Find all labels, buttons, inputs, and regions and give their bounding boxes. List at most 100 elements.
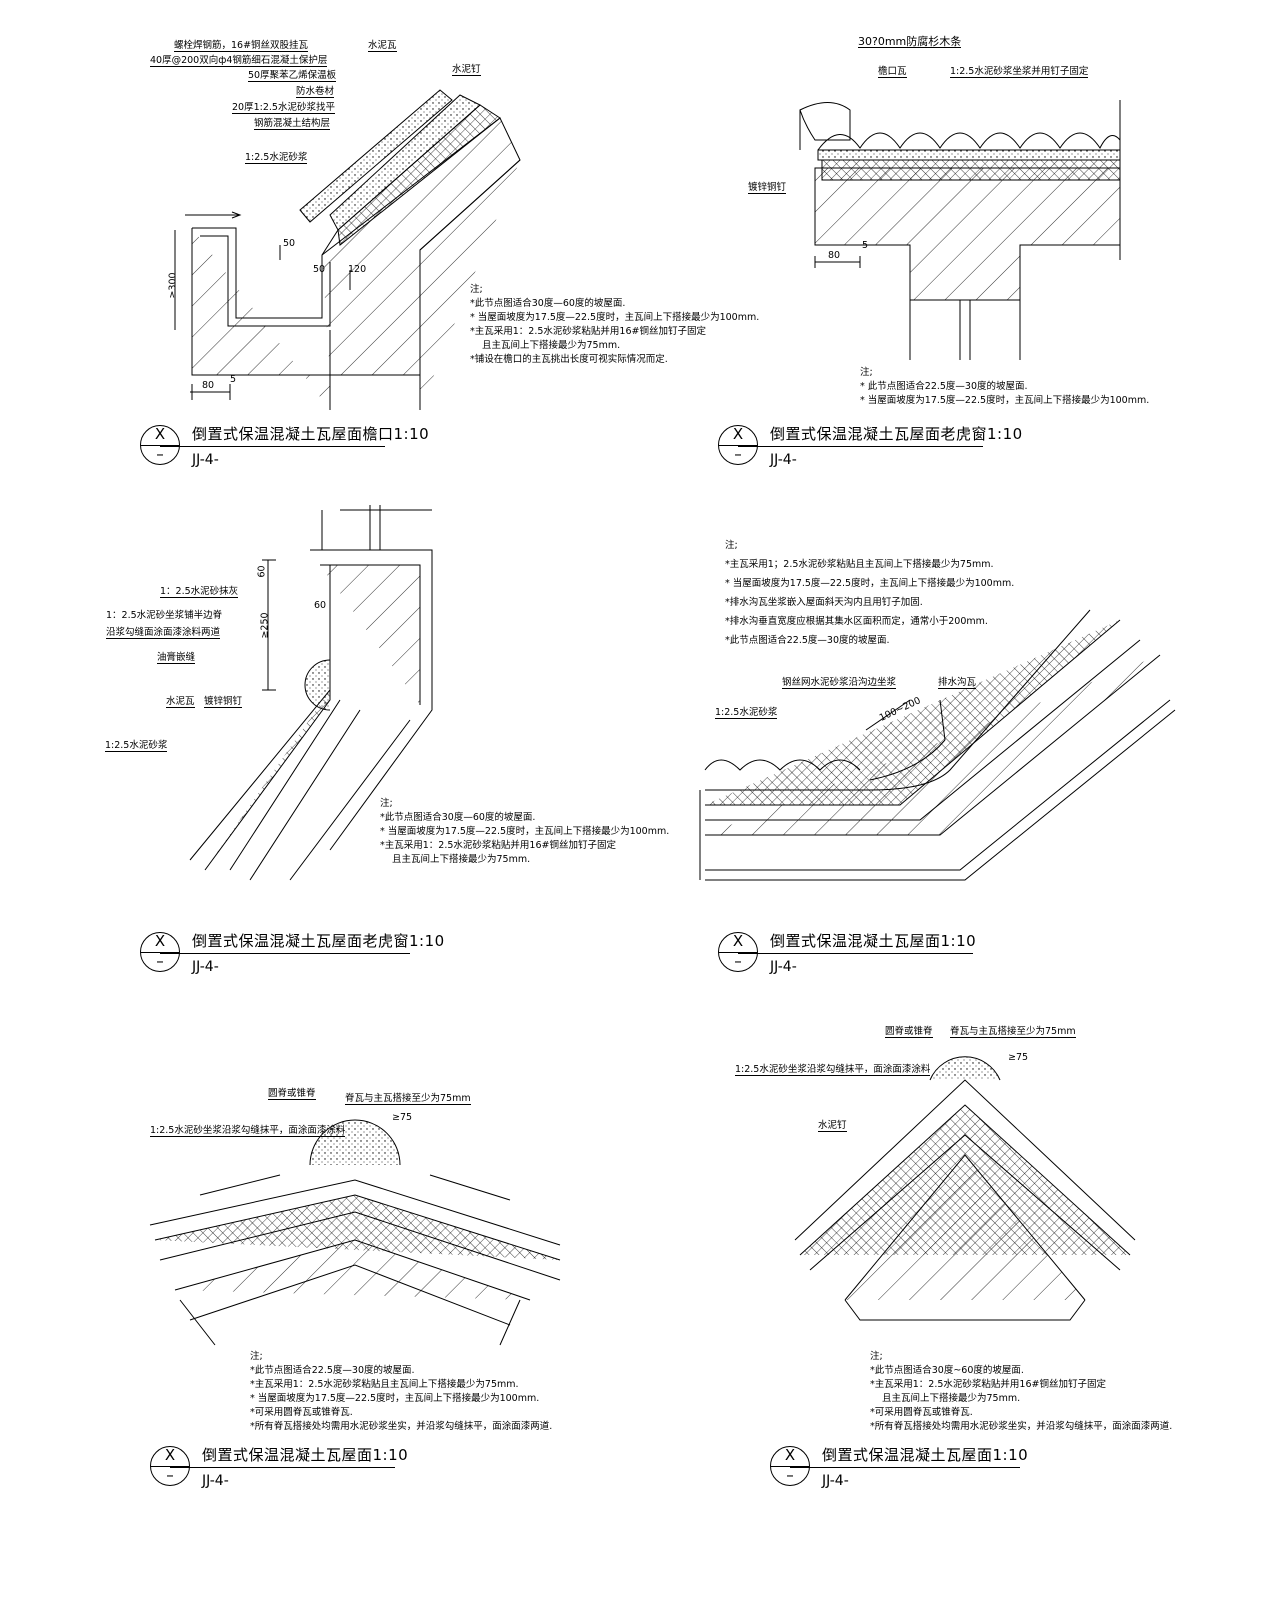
label: 1:2.5水泥砂坐浆沿浆勾缝抹平，面涂面漆涂料 (150, 1125, 346, 1137)
note-line: * 当屋面坡度为17.5度—22.5度时，主瓦间上下搭接最少为100mm. (380, 826, 670, 837)
detail-symbol: X (164, 1447, 176, 1464)
label: 防水卷材 (296, 86, 335, 98)
note-line: *主瓦采用1：2.5水泥砂浆粘贴且主瓦间上下搭接最少为75mm. (250, 1379, 519, 1390)
note-line: 注; (870, 1351, 883, 1362)
detail-6-ridge-drawing (794, 1056, 1136, 1321)
sheet-symbol: – (166, 1467, 174, 1484)
note-line: *此节点图适合30度—60度的坡屋面. (470, 298, 626, 309)
label: 20厚1:2.5水泥砂浆找平 (232, 102, 335, 114)
detail-1-eave-drawing (174, 89, 521, 410)
notes: 注; *主瓦采用1；2.5水泥砂浆粘贴且主瓦间上下搭接最少为75mm. * 当屋… (725, 536, 1014, 650)
label: 水泥瓦 (166, 696, 195, 708)
notes: 注; *此节点图适合30度~60度的坡屋面. *主瓦采用1：2.5水泥砂浆粘贴并… (870, 1350, 1172, 1434)
note-line: 注; (470, 284, 483, 295)
sheet-symbol: – (734, 953, 742, 970)
note-line: *可采用圆脊瓦或锥脊瓦. (250, 1407, 353, 1418)
dimension: 60 (256, 565, 268, 578)
label: 水泥钉 (818, 1120, 847, 1132)
note-line: *可采用圆脊瓦或锥脊瓦. (870, 1407, 973, 1418)
notes: 注; * 此节点图适合22.5度—30度的坡屋面. * 当屋面坡度为17.5度—… (860, 366, 1149, 408)
dimension: 50 (283, 238, 296, 249)
dimension: 5 (862, 240, 869, 251)
note-line: * 此节点图适合22.5度—30度的坡屋面. (860, 381, 1028, 392)
detail-symbol: X (732, 933, 744, 950)
note-line: * 当屋面坡度为17.5度—22.5度时，主瓦间上下搭接最少为100mm. (250, 1393, 540, 1404)
note-line: *主瓦采用1：2.5水泥砂浆粘贴并用16#铜丝加钉子固定 (380, 840, 616, 851)
label: 螺栓焊钢筋，16#铜丝双股挂瓦 (174, 40, 309, 52)
detail-title: 倒置式保温混凝土瓦屋面1:10 (822, 1446, 1029, 1464)
sheet-symbol: – (156, 446, 164, 463)
detail-symbol: X (784, 1447, 796, 1464)
note-line: *此节点图适合22.5度—30度的坡屋面. (725, 635, 890, 646)
note-line: *此节点图适合30度~60度的坡屋面. (870, 1365, 1024, 1376)
note-line: * 当屋面坡度为17.5度—22.5度时，主瓦间上下搭接最少为100mm. (860, 395, 1150, 406)
dimension: ≥75 (1008, 1052, 1029, 1063)
notes: 注; *此节点图适合22.5度—30度的坡屋面. *主瓦采用1：2.5水泥砂浆粘… (250, 1350, 552, 1434)
detail-title: 倒置式保温混凝土瓦屋面1:10 (202, 1446, 409, 1464)
note-line: 注; (860, 367, 873, 378)
note-line: 注; (380, 798, 393, 809)
detail-5-ridge-drawing (149, 1119, 561, 1346)
notes: 注; *此节点图适合30度—60度的坡屋面. * 当屋面坡度为17.5度—22.… (470, 283, 759, 367)
dimension: 60 (314, 600, 327, 611)
dimension: 5 (230, 374, 237, 385)
label: 脊瓦与主瓦搭接至少为75mm (950, 1026, 1076, 1038)
note-line: *铺设在檐口的主瓦挑出长度可视实际情况而定. (470, 354, 668, 365)
detail-3-dormer-wall-drawing (189, 505, 433, 881)
sheet-ref: JJ-4- (202, 1473, 229, 1489)
note-line: *主瓦采用1；2.5水泥砂浆粘贴且主瓦间上下搭接最少为75mm. (725, 559, 994, 570)
note-line: *排水沟瓦坐浆嵌入屋面斜天沟内且用钉子加固. (725, 597, 923, 608)
dimension: 80 (828, 250, 841, 261)
sheet-symbol: – (734, 446, 742, 463)
label: 50厚聚苯乙烯保温板 (248, 70, 337, 82)
sheet-ref: JJ-4- (770, 452, 797, 468)
note-line: 且主瓦间上下搭接最少为75mm. (882, 1393, 1021, 1404)
label: 镀锌铜钉 (204, 696, 243, 708)
label: 圆脊或锥脊 (268, 1088, 316, 1100)
label: 油膏嵌缝 (157, 652, 196, 664)
sheet-ref: JJ-4- (822, 1473, 849, 1489)
detail-symbol: X (154, 426, 166, 443)
sheet-symbol: – (786, 1467, 794, 1484)
dimension: 120 (348, 264, 367, 275)
label: 圆脊或锥脊 (885, 1026, 933, 1038)
detail-2-dormer-drawing (799, 100, 1121, 360)
label: 脊瓦与主瓦搭接至少为75mm (345, 1093, 471, 1105)
label: 排水沟瓦 (938, 677, 977, 689)
sheet-ref: JJ-4- (192, 452, 219, 468)
note-line: 注; (250, 1351, 263, 1362)
detail-symbol: X (732, 426, 744, 443)
note-line: * 当屋面坡度为17.5度—22.5度时，主瓦间上下搭接最少为100mm. (470, 312, 760, 323)
label: 1:2.5水泥砂浆 (245, 152, 308, 164)
label: 30?0mm防腐杉木条 (858, 35, 962, 48)
note-line: *此节点图适合22.5度—30度的坡屋面. (250, 1365, 415, 1376)
dimension: ≥250 (259, 612, 271, 639)
dimension: ≥300 (167, 272, 179, 299)
sheet-ref: JJ-4- (770, 959, 797, 975)
detail-title-block: X – 倒置式保温混凝土瓦屋面老虎窗1:10 JJ-4- (718, 425, 1022, 471)
detail-title-block: X– 倒置式保温混凝土瓦屋面老虎窗1:10 JJ-4- (140, 932, 444, 978)
label: 水泥钉 (452, 64, 481, 76)
detail-title-block: X – 倒置式保温混凝土瓦屋面1:10 JJ-4- (770, 1446, 1028, 1492)
detail-4-valley-drawing (699, 609, 1176, 881)
detail-title-block: X – 倒置式保温混凝土瓦屋面1:10 JJ-4- (150, 1446, 408, 1492)
detail-title: 倒置式保温混凝土瓦屋面老虎窗1:10 (192, 932, 445, 950)
label: 40厚@200双向ф4钢筋细石混凝土保护层 (150, 55, 328, 67)
note-line: 注; (725, 540, 738, 551)
label: 沿浆勾缝面涂面漆涂料两道 (106, 627, 221, 639)
detail-title-block: X– 倒置式保温混凝土瓦屋面檐口1:10 JJ-4- (140, 425, 429, 471)
sheet-ref: JJ-4- (192, 959, 219, 975)
note-line: *主瓦采用1：2.5水泥砂浆粘贴并用16#铜丝加钉子固定 (870, 1379, 1106, 1390)
detail-title: 倒置式保温混凝土瓦屋面老虎窗1:10 (770, 425, 1023, 443)
sheet-symbol: – (156, 953, 164, 970)
label: 钢丝网水泥砂浆沿沟边坐浆 (782, 677, 897, 689)
label: 1:2.5水泥砂浆 (105, 740, 168, 752)
label: 1：2.5水泥砂抹灰 (160, 586, 239, 598)
label: 1:2.5水泥砂坐浆沿浆勾缝抹平，面涂面漆涂料 (735, 1064, 931, 1076)
detail-title-block: X– 倒置式保温混凝土瓦屋面1:10 JJ-4- (718, 932, 976, 978)
note-line: 且主瓦间上下搭接最少为75mm. (482, 340, 621, 351)
dimension: 50 (313, 264, 326, 275)
label: 檐口瓦 (878, 66, 907, 78)
note-line: * 当屋面坡度为17.5度—22.5度时，主瓦间上下搭接最少为100mm. (725, 578, 1015, 589)
